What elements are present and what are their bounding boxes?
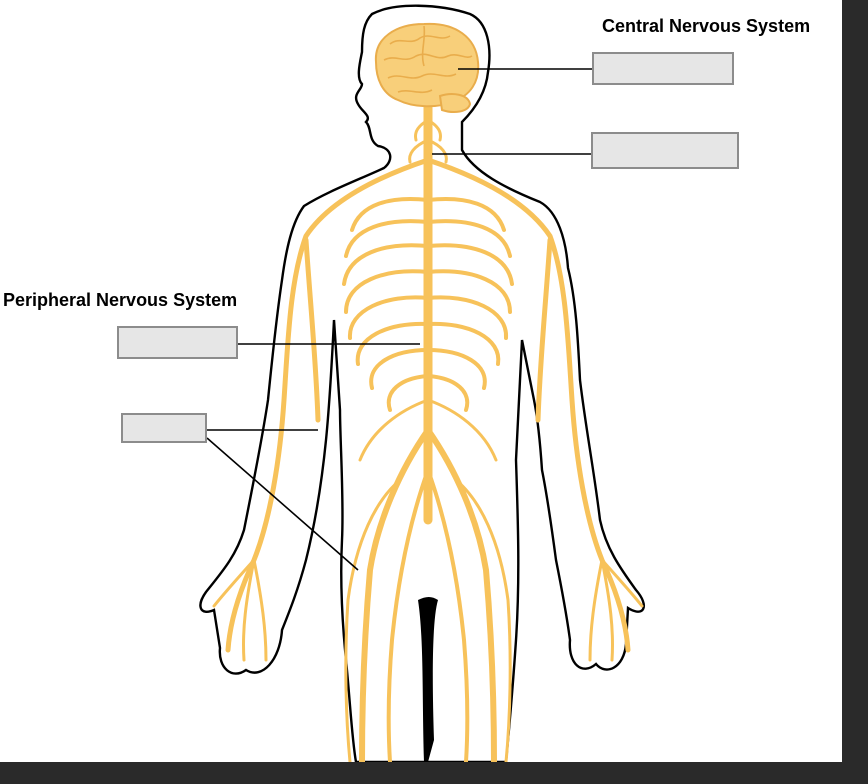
leg-nerves (344, 398, 512, 762)
brain-cerebrum (374, 22, 480, 108)
nervous-system-figure (199, 4, 646, 762)
label-box-pns-1[interactable] (117, 326, 238, 359)
arm-nerves (212, 157, 644, 662)
cervical-nerves (408, 118, 448, 164)
leader-line-pns-2b (206, 437, 359, 571)
leader-lines (206, 68, 592, 571)
brain (374, 22, 480, 113)
peripheral-nervous-system-heading: Peripheral Nervous System (3, 290, 238, 310)
label-box-brain[interactable] (592, 52, 734, 85)
central-nervous-system-heading: Central Nervous System (602, 16, 811, 36)
nerves (212, 95, 644, 762)
leg-gap (418, 597, 438, 762)
brain-folds (383, 25, 473, 94)
diagram-canvas: Central Nervous System Peripheral Nervou… (0, 0, 842, 762)
label-box-pns-2[interactable] (121, 413, 207, 443)
label-box-spinal-cord[interactable] (591, 132, 739, 169)
intercostal-nerves (342, 197, 514, 412)
brain-cerebellum (438, 93, 472, 113)
